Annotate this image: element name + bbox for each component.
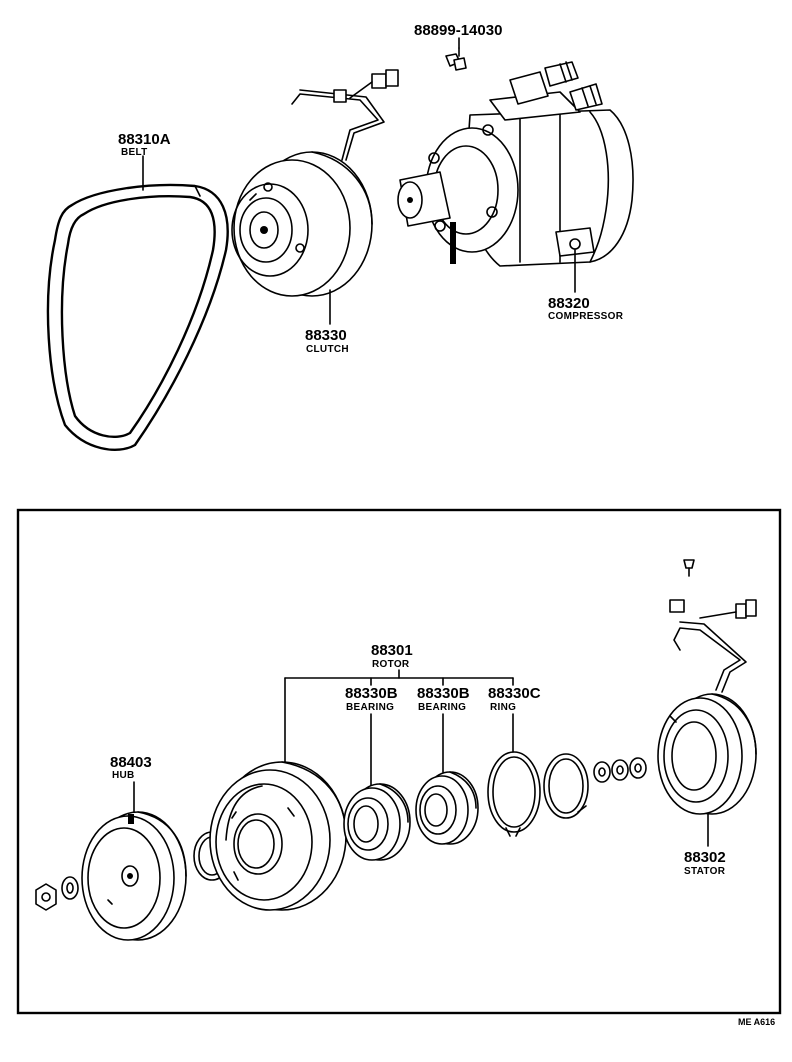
label-bearing-2-number: 88330B bbox=[417, 685, 470, 702]
label-stator-number: 88302 bbox=[684, 849, 726, 866]
label-ring-name: RING bbox=[490, 702, 516, 713]
label-rotor-number: 88301 bbox=[371, 642, 413, 659]
bearing-1-illustration bbox=[343, 783, 411, 861]
hub-illustration bbox=[81, 811, 187, 941]
stator-illustration bbox=[657, 559, 757, 815]
label-stator-name: STATOR bbox=[684, 866, 726, 877]
label-compressor-number: 88320 bbox=[548, 295, 590, 312]
label-hub-number: 88403 bbox=[110, 754, 152, 771]
snap-ring-illustration bbox=[543, 753, 589, 819]
label-bearing-1-name: BEARING bbox=[346, 702, 394, 713]
label-clutch-name: CLUTCH bbox=[306, 344, 349, 355]
label-belt-name: BELT bbox=[121, 147, 148, 158]
label-rotor-name: ROTOR bbox=[372, 659, 410, 670]
rotor-bracket bbox=[284, 669, 514, 789]
bottom-leader-lines bbox=[133, 781, 709, 847]
label-clutch-number: 88330 bbox=[305, 327, 347, 344]
nut-washer-illustration bbox=[35, 876, 79, 911]
exploded-view-frame bbox=[16, 508, 782, 1015]
bearing-2-illustration bbox=[415, 771, 479, 845]
rotor-illustration bbox=[209, 761, 347, 911]
diagram-code: ME A616 bbox=[738, 1017, 775, 1027]
clutch-illustration bbox=[231, 69, 399, 297]
label-bolt-part: 88899-14030 bbox=[414, 22, 502, 39]
label-bearing-1-number: 88330B bbox=[345, 685, 398, 702]
bolt-illustration bbox=[445, 47, 467, 71]
label-hub-name: HUB bbox=[112, 770, 135, 781]
small-washers-illustration bbox=[593, 757, 647, 783]
ring-illustration bbox=[487, 751, 541, 837]
label-belt-number: 88310A bbox=[118, 131, 171, 148]
label-compressor-name: COMPRESSOR bbox=[548, 311, 624, 322]
label-ring-number: 88330C bbox=[488, 685, 541, 702]
compressor-illustration bbox=[397, 61, 634, 267]
belt-illustration bbox=[46, 183, 229, 452]
label-bearing-2-name: BEARING bbox=[418, 702, 466, 713]
top-leader-lines bbox=[142, 37, 576, 325]
